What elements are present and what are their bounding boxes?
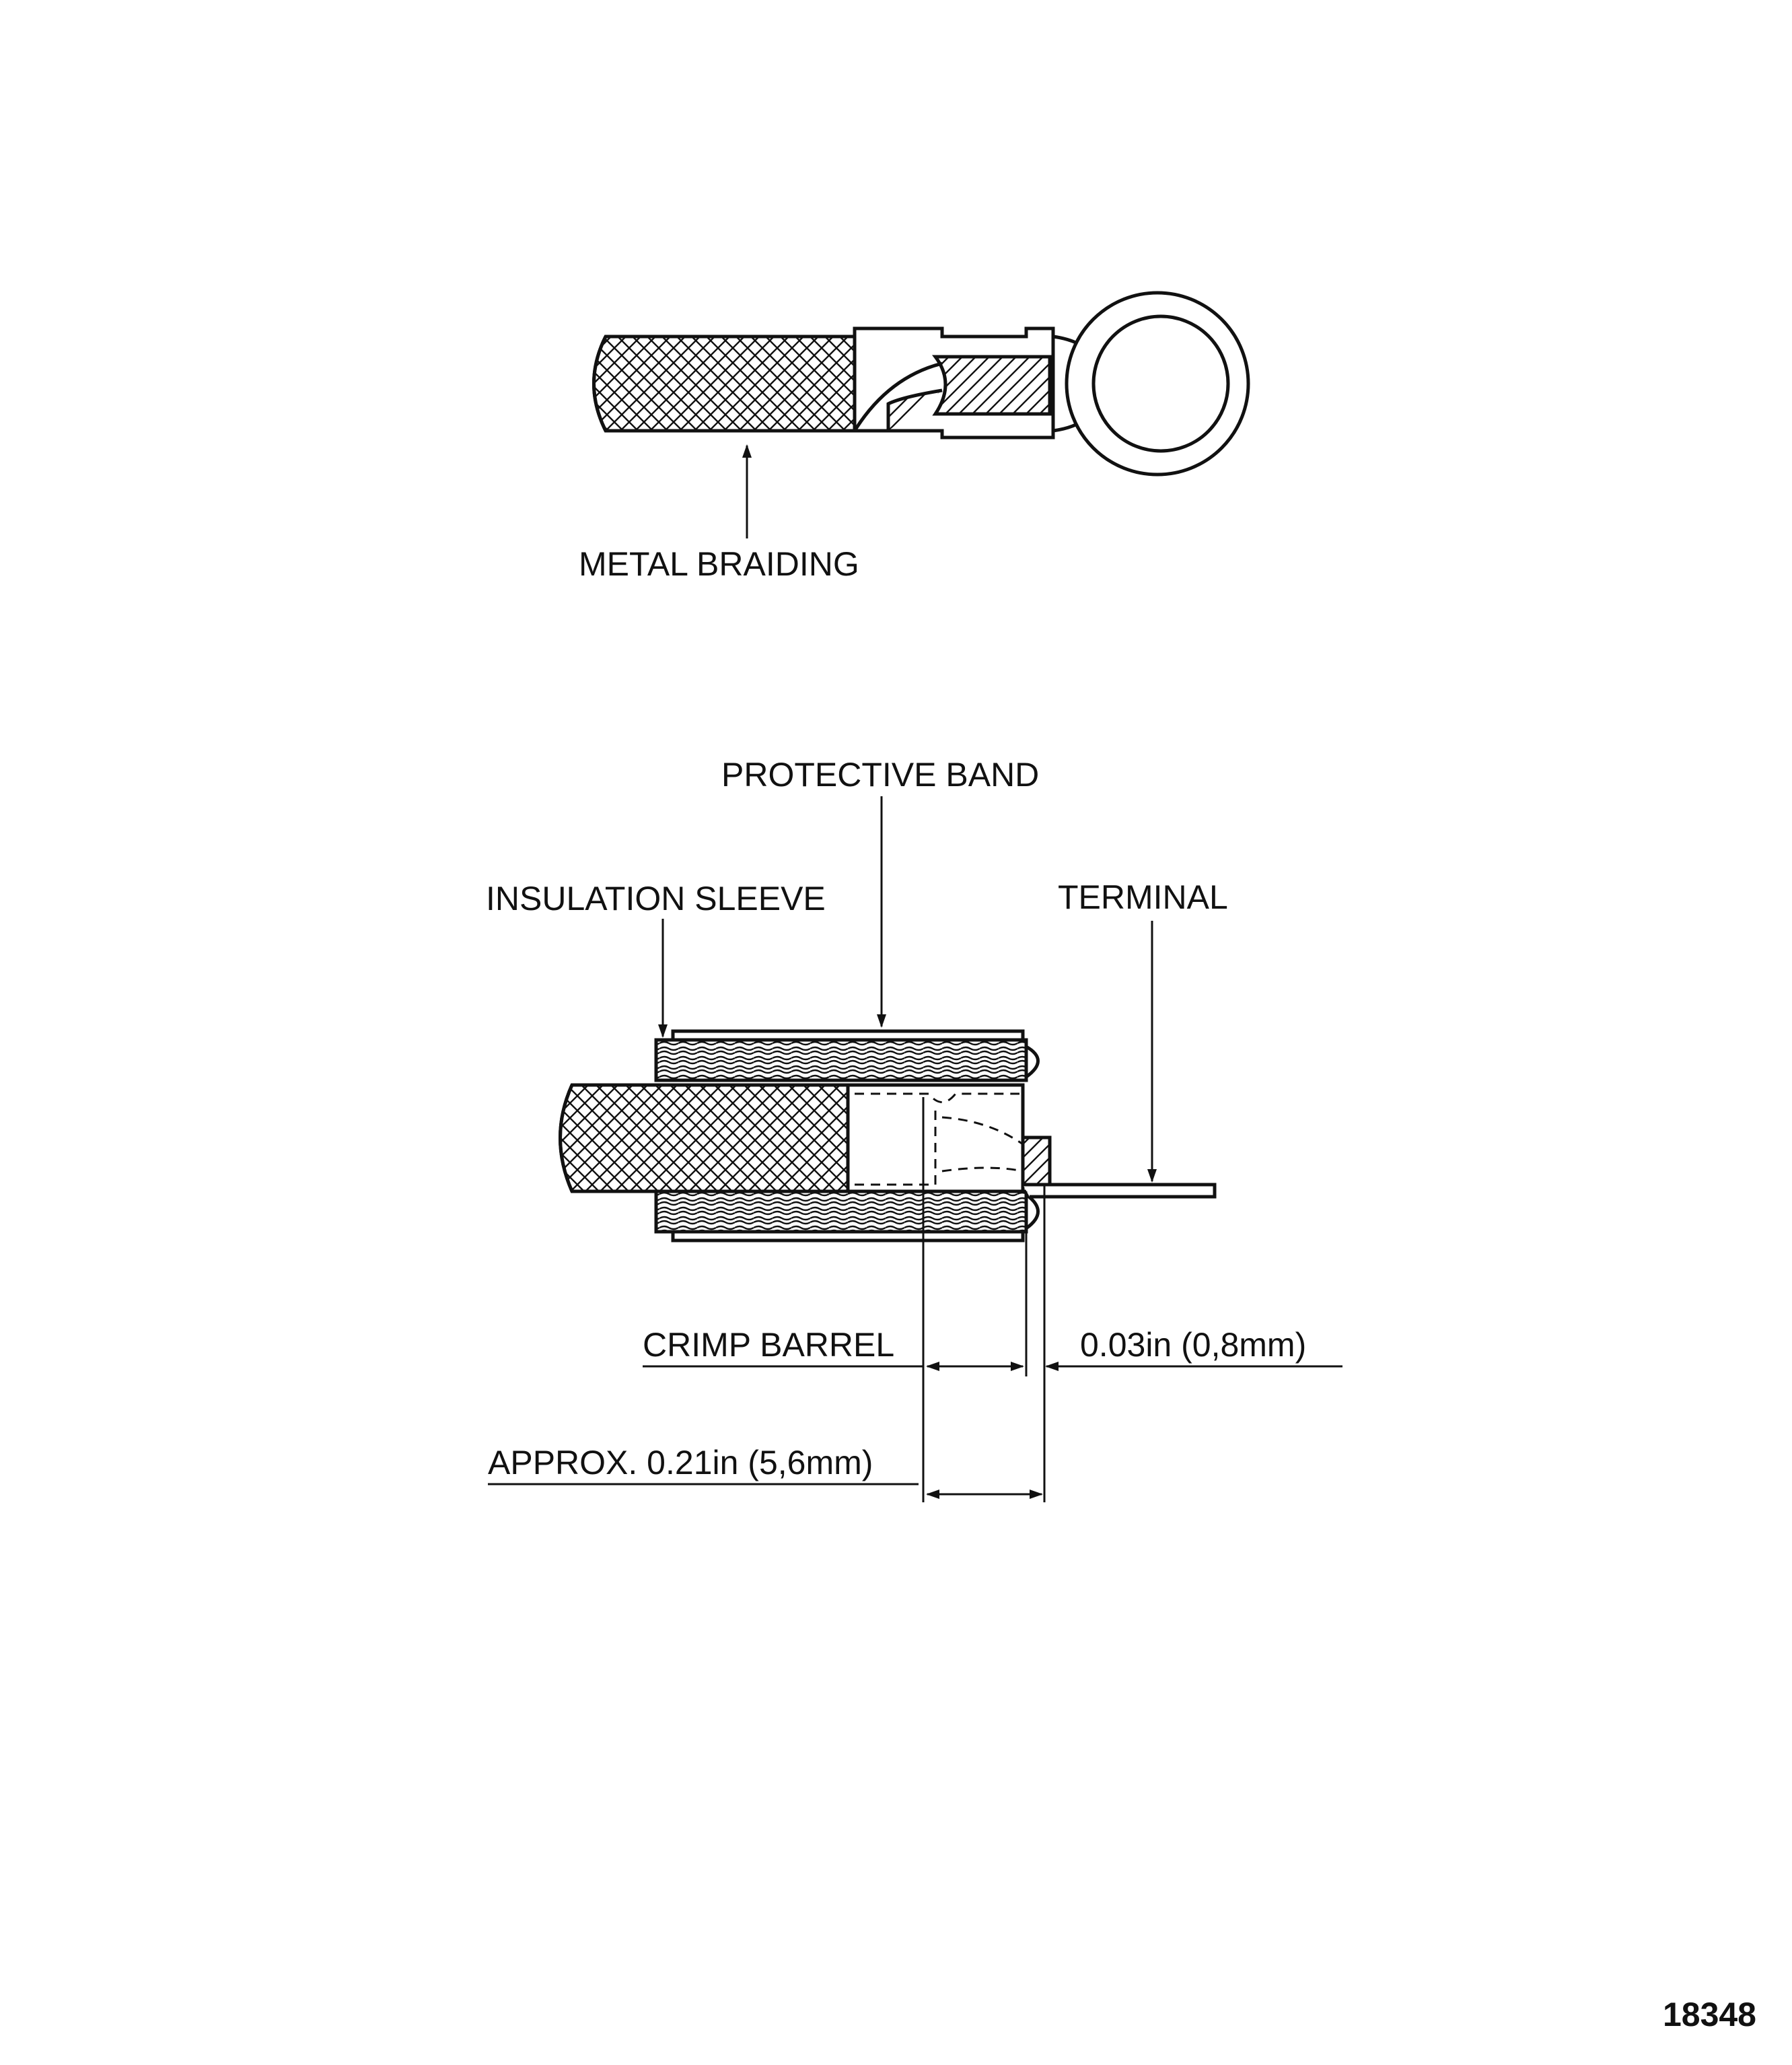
- label-gap-dimension: 0.03in (0,8mm): [1080, 1326, 1306, 1364]
- label-protective-band: PROTECTIVE BAND: [721, 756, 1039, 794]
- top-conductor: [932, 355, 1052, 416]
- label-overall-dimension: APPROX. 0.21in (5,6mm): [488, 1444, 873, 1481]
- figure-number: 18348: [1663, 1996, 1756, 2033]
- top-ring-eye-hole: [1091, 314, 1230, 453]
- protective-band-bottom: [654, 1189, 1028, 1234]
- top-ring-terminal: [592, 291, 1250, 538]
- bottom-crimp-cavity: [846, 1083, 1025, 1193]
- label-crimp-barrel: CRIMP BARREL: [643, 1326, 894, 1364]
- terminal-blade: [1023, 1183, 1217, 1199]
- top-cable-braid: [592, 335, 857, 433]
- bottom-cable-braid: [559, 1083, 850, 1193]
- label-terminal: TERMINAL: [1058, 878, 1228, 916]
- label-insulation-sleeve: INSULATION SLEEVE: [486, 880, 826, 917]
- label-metal-braiding: METAL BRAIDING: [579, 545, 859, 583]
- protective-band-top: [654, 1038, 1028, 1082]
- bottom-cross-section: [488, 796, 1342, 1502]
